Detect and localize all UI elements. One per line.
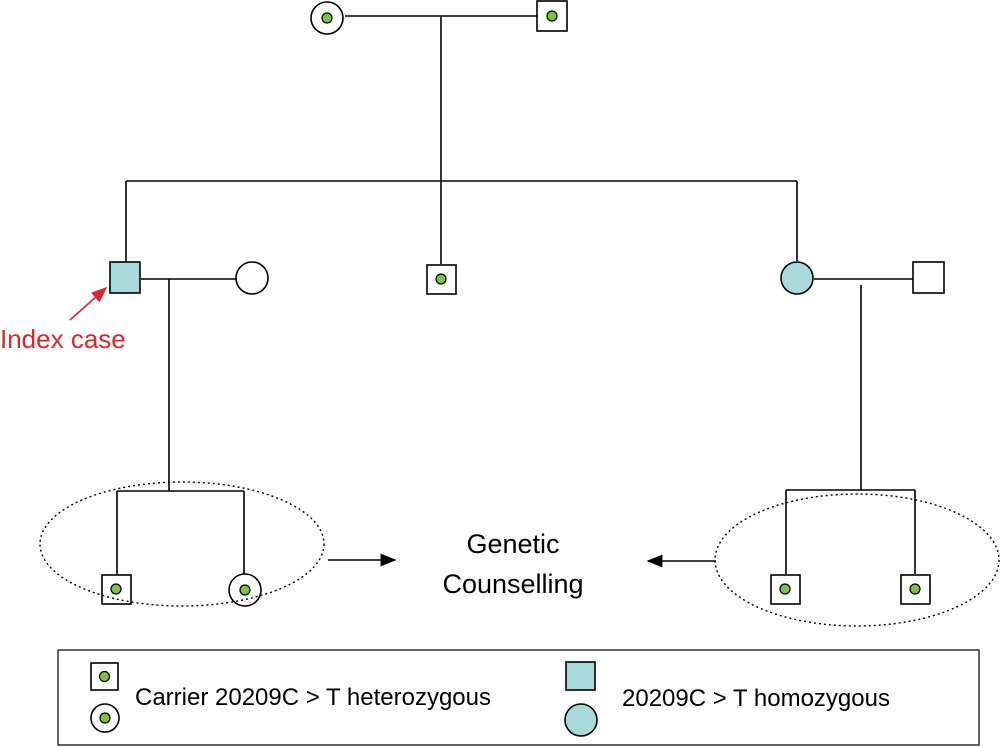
marriage-line-daughter — [814, 278, 913, 490]
counselling-group-left — [39, 481, 325, 607]
legend-homozygous-male-symbol — [565, 661, 596, 691]
daughter-spouse-unaffected-symbol — [912, 261, 945, 294]
legend-homozygous-label: 20209C > T homozygous — [622, 685, 890, 712]
index-daughter-carrier-symbol — [228, 573, 262, 607]
counselling-group-right — [714, 493, 1000, 627]
grandfather-carrier-symbol — [536, 0, 568, 32]
legend-carrier-label: Carrier 20209C > T heterozygous — [135, 684, 491, 711]
index-son-carrier-symbol — [101, 574, 132, 605]
sibship-line-daughter-children — [785, 489, 916, 574]
middle-son-carrier-symbol — [426, 264, 457, 295]
legend-carrier-male-symbol — [90, 662, 119, 691]
descent-line-grandparents — [125, 16, 798, 264]
counselling-label-line1: Genetic — [466, 529, 559, 559]
index-case-label: Index case — [0, 324, 126, 354]
index-spouse-unaffected-symbol — [235, 261, 269, 295]
marriage-line-index — [141, 278, 236, 491]
index-case-arrow — [69, 286, 108, 321]
grandmother-carrier-symbol — [310, 1, 344, 35]
legend-homozygous-female-symbol — [564, 703, 598, 737]
daughter-son-1-carrier-symbol — [770, 574, 801, 605]
legend-box: Carrier 20209C > T heterozygous 20209C >… — [57, 649, 980, 746]
daughter-homozygous-symbol — [780, 261, 814, 295]
counselling-label-line2: Counselling — [442, 569, 583, 599]
legend-carrier-female-symbol — [90, 703, 120, 733]
sibship-line-index-children — [116, 490, 245, 575]
index-case-homozygous-symbol — [109, 261, 141, 294]
daughter-son-2-carrier-symbol — [900, 574, 931, 605]
